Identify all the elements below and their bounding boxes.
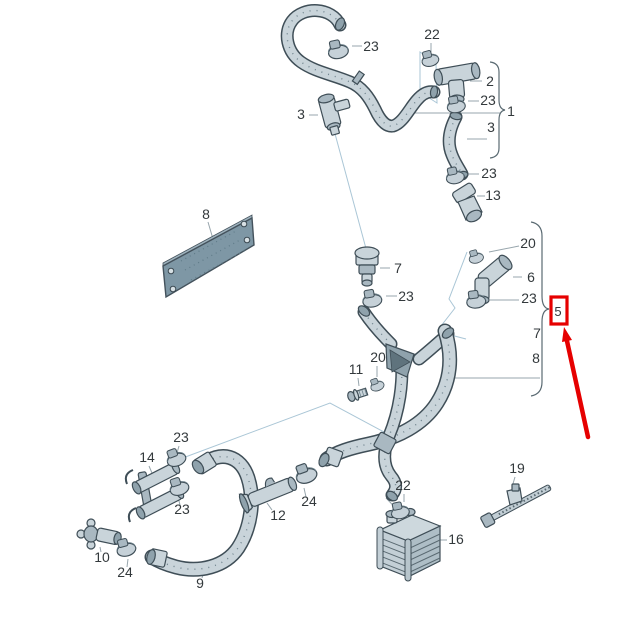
clamp-22-top <box>419 48 441 69</box>
clamp-20-mid <box>367 375 386 394</box>
callout-23-g: 23 <box>174 501 190 517</box>
clamp-24-mid <box>291 459 320 487</box>
callout-9: 9 <box>196 575 204 591</box>
brace-group-5 <box>530 221 550 397</box>
callout-labels: 23 22 2 23 1 3 3 23 13 8 20 7 6 23 23 5 … <box>94 26 561 591</box>
callout-23-a: 23 <box>363 38 379 54</box>
cable-tie-part-19 <box>480 483 552 528</box>
highlight-arrow-head <box>562 327 572 342</box>
callout-19: 19 <box>509 460 525 476</box>
callout-7-left: 7 <box>394 260 402 276</box>
highlight-arrow-shaft <box>564 338 591 440</box>
callout-22-bottom: 22 <box>395 477 411 493</box>
callout-5-highlighted: 5 <box>554 304 561 319</box>
fitting-part-13 <box>452 182 483 223</box>
clamp-23-left-mid <box>360 287 384 310</box>
y-hose-assembly <box>318 305 458 502</box>
plate-part-8 <box>162 214 255 299</box>
clamp-23-top <box>325 37 351 61</box>
callout-3-right: 3 <box>487 119 495 135</box>
callout-22-top: 22 <box>424 26 440 42</box>
callout-3-left: 3 <box>297 106 305 122</box>
hose-part-9 <box>144 449 259 577</box>
callout-2: 2 <box>486 73 494 89</box>
callout-16: 16 <box>448 531 464 547</box>
callout-20-mid: 20 <box>370 349 386 365</box>
callout-7-group5: 7 <box>533 325 541 341</box>
flange-fitting-part-10 <box>76 518 122 550</box>
callout-8-plate: 8 <box>202 206 210 222</box>
highlight-box <box>549 295 569 326</box>
callout-23-c: 23 <box>481 165 497 181</box>
callout-6: 6 <box>527 269 535 285</box>
callout-1-group: 1 <box>507 103 515 119</box>
callout-23-d: 23 <box>398 288 414 304</box>
bolt-part-11 <box>347 387 369 402</box>
callout-14: 14 <box>139 449 155 465</box>
callout-13: 13 <box>485 187 501 203</box>
fitting-part-3-left <box>317 93 351 136</box>
oil-cooler-part-16 <box>376 507 442 582</box>
callout-10: 10 <box>94 549 110 565</box>
hose-top <box>280 4 441 133</box>
fitting-part-7-left <box>354 246 380 287</box>
callout-12: 12 <box>270 507 286 523</box>
callout-8-group5: 8 <box>532 350 540 366</box>
group-braces <box>489 61 550 397</box>
callout-23-e: 23 <box>521 290 537 306</box>
pipe-part-12 <box>238 476 298 514</box>
clamp-20-right <box>466 247 485 266</box>
callout-20-right: 20 <box>520 235 536 251</box>
callout-24-left: 24 <box>117 564 133 580</box>
callout-11: 11 <box>349 361 364 377</box>
highlight-annotation <box>549 295 591 440</box>
brace-group-1 <box>489 61 506 159</box>
callout-23-f: 23 <box>173 429 189 445</box>
callout-23-b: 23 <box>480 92 496 108</box>
callout-24-mid: 24 <box>301 493 317 509</box>
